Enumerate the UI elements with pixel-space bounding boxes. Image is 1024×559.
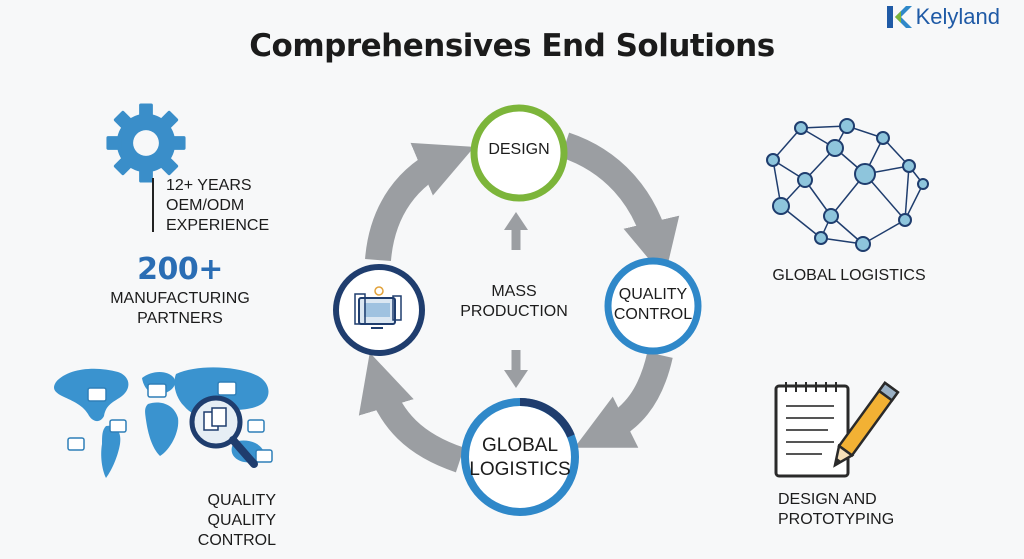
network-icon [765,118,931,258]
center-label: MASS PRODUCTION [460,283,568,320]
gear-icon [103,100,189,186]
prototype-caption: DESIGN AND PROTOTYPING [778,491,895,528]
world-map-icon [48,360,283,485]
arrow-quality-to-logistics [574,351,673,448]
design-label: DESIGN [488,141,550,158]
global-logistics-node [459,396,581,518]
arrow-logistics-to-production [358,352,465,473]
network-caption: GLOBAL LOGISTICS [772,267,926,284]
cycle-arrows [320,100,700,520]
divider-line [152,178,154,232]
quality-control-label: QUALITY CONTROL [613,286,693,323]
quality-control-node [603,256,703,356]
brand-name: Kelyland [915,4,1000,29]
notepad-pencil-icon [772,378,902,482]
kelyland-logo-icon [886,6,912,28]
arrow-design-to-quality [560,132,680,278]
monitor-icon [354,286,402,329]
brand-logo[interactable]: Kelyland [886,4,1000,30]
global-logistics-label: GLOBAL LOGISTICS [469,435,571,480]
partners-count: 200+ [137,252,223,287]
experience-text: 12+ YEARS OEM/ODM EXPERIENCE [166,177,270,234]
design-node [469,103,569,203]
partners-block: 200+ MANUFACTURING PARTNERS [100,252,260,329]
mass-production-node [331,262,427,358]
map-caption: QUALITY QUALITY CONTROL [197,492,276,549]
page-title: Comprehensives End Solutions [249,28,775,64]
arrow-production-to-design [365,142,475,262]
